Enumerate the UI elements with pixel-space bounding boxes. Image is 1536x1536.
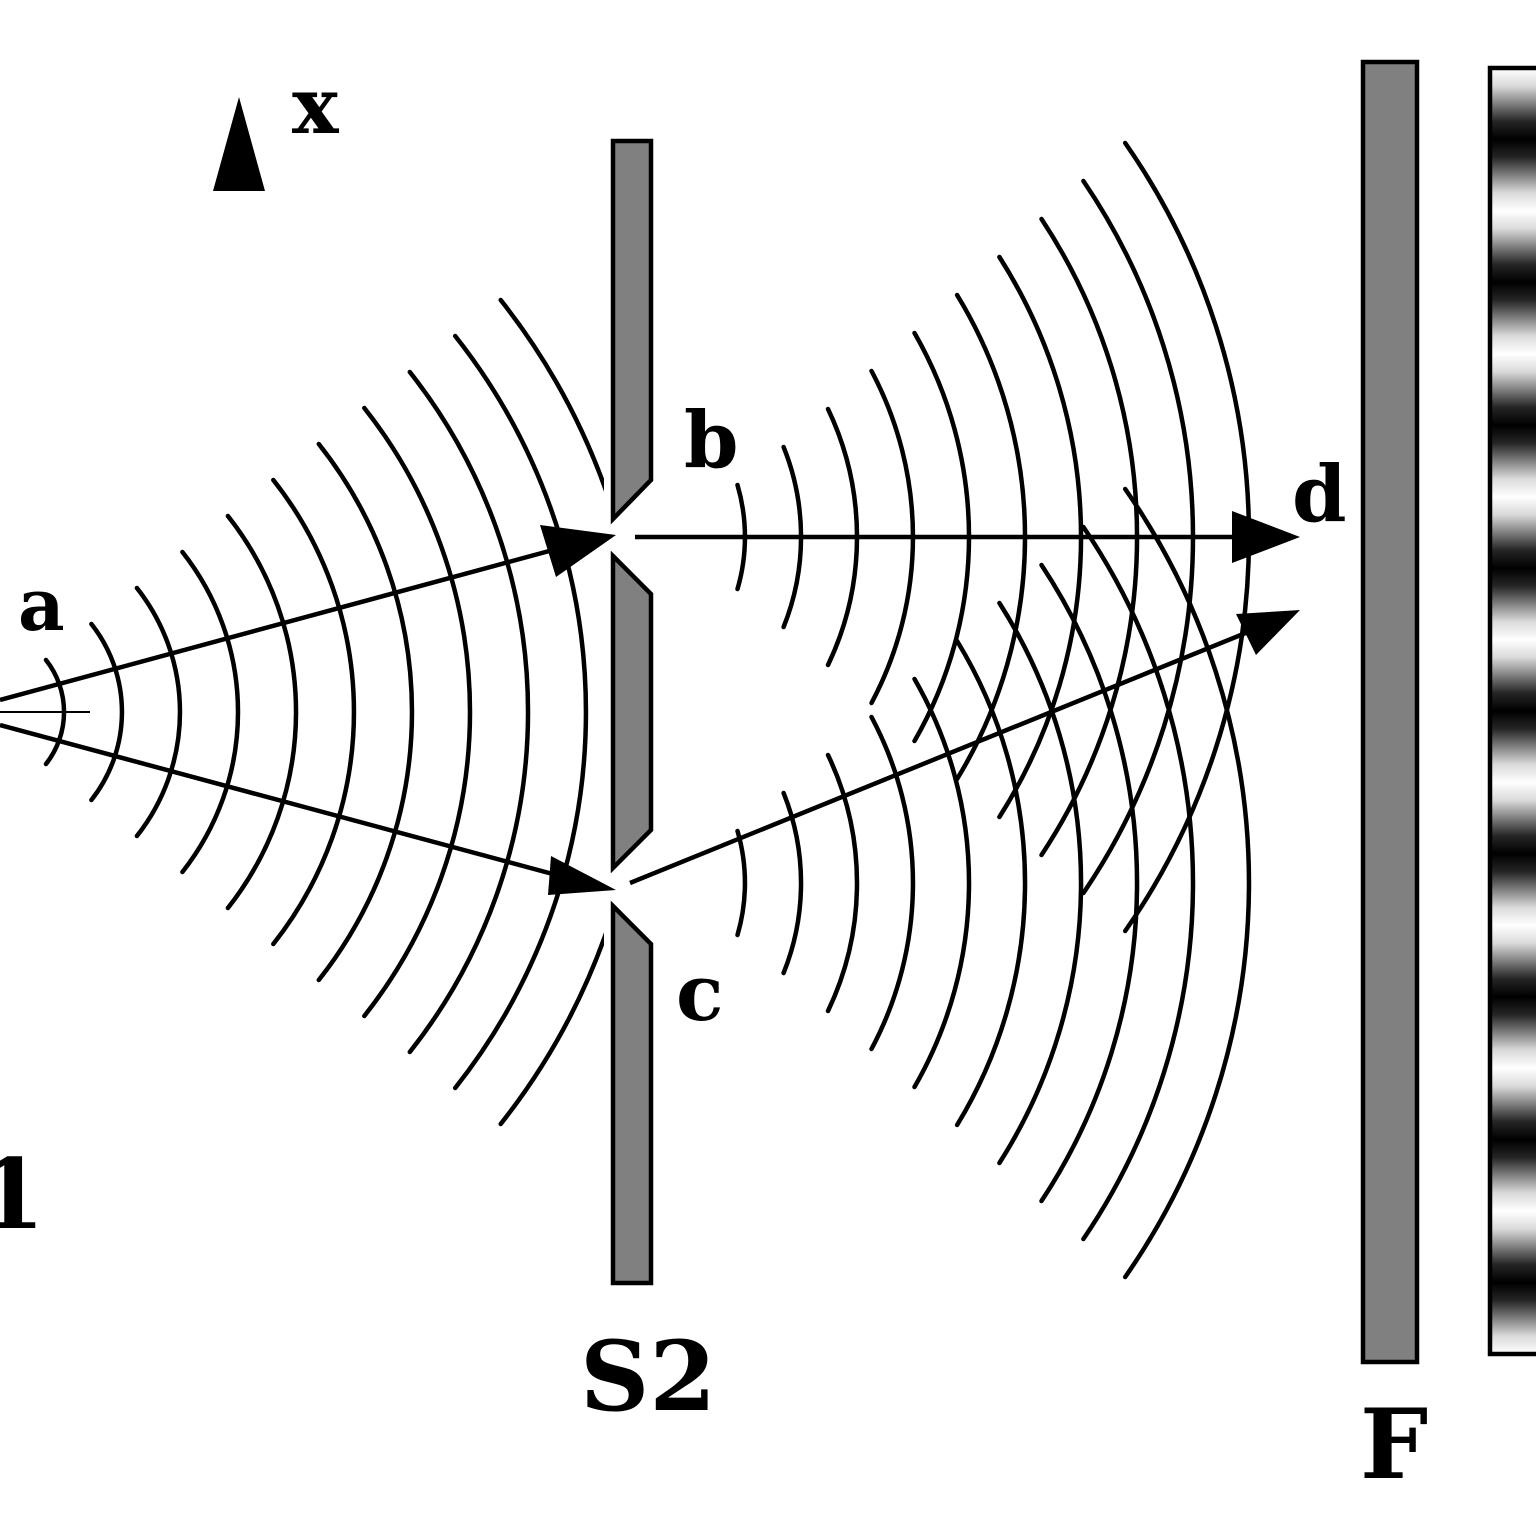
slit-c-wavefront <box>1081 524 1196 1242</box>
source-wavefront <box>407 369 531 1055</box>
slit-c-wavefront <box>735 828 748 938</box>
label-d: d <box>1292 449 1347 540</box>
arrowhead-to-b-icon <box>540 525 616 577</box>
barrier-s2-bottom <box>610 900 654 1286</box>
source-wavefront <box>225 513 299 911</box>
ray-source-to-c <box>0 722 576 883</box>
slit-c-wavefront <box>997 600 1084 1166</box>
barrier-s2-top <box>610 138 654 525</box>
axis-label-x: x <box>292 61 340 152</box>
slit-c-wavefront <box>912 676 972 1090</box>
arrowhead-to-screen-icon <box>1236 610 1300 655</box>
slit-c-wavefronts <box>735 486 1252 1280</box>
source-wavefront <box>271 477 357 947</box>
label-s1: 1 <box>0 1138 45 1251</box>
ray-source-to-b <box>0 541 576 703</box>
source-wavefront <box>362 405 473 1019</box>
x-axis-arrow-icon <box>213 97 265 191</box>
arrowhead-to-d-icon <box>1232 511 1300 563</box>
barrier-f <box>1360 59 1420 1365</box>
label-a: a <box>18 562 65 647</box>
label-s2: S2 <box>580 1320 716 1433</box>
barrier-s2-middle <box>610 550 654 874</box>
source-wavefronts <box>43 297 604 1127</box>
label-b: b <box>684 395 739 486</box>
source-wavefront <box>316 441 415 983</box>
label-c: c <box>676 948 724 1039</box>
source-wavefront <box>134 585 183 839</box>
source-wavefront <box>452 333 589 1091</box>
source-wavefront <box>180 549 241 875</box>
slit-c-wavefront <box>825 752 860 1014</box>
slit-c-wavefront <box>781 790 804 976</box>
slit-c-wavefront <box>1122 486 1252 1280</box>
ray-c-to-screen <box>629 625 1259 886</box>
slit-c-wavefront <box>1039 562 1140 1204</box>
rays <box>0 534 1259 886</box>
source-wavefront <box>89 621 125 803</box>
arrowhead-to-c-icon <box>548 856 616 895</box>
slit-c-wavefront <box>869 714 916 1052</box>
fringe-pattern-screen <box>1487 65 1536 1357</box>
slit-c-wavefront <box>954 638 1028 1128</box>
barrier-s2 <box>610 138 654 1286</box>
label-f: F <box>1360 1388 1428 1501</box>
arrowheads <box>213 97 1300 895</box>
source-wavefront <box>498 297 604 1127</box>
